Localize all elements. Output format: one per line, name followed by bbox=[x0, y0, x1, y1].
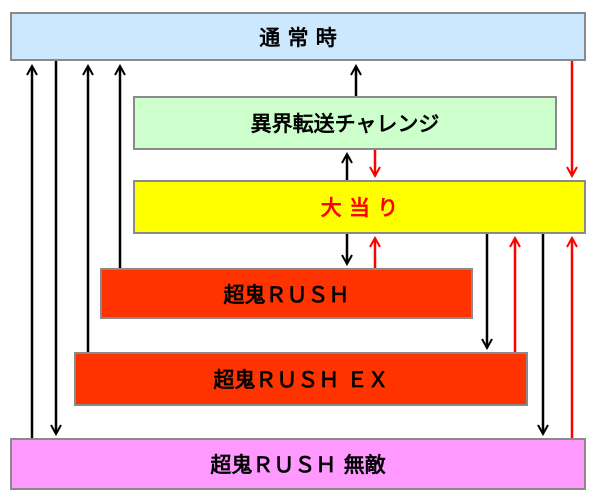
state-rush-ex: 超鬼ＲＵＳＨ ＥＸ bbox=[74, 352, 528, 406]
state-rush-ex-label: 超鬼ＲＵＳＨ ＥＸ bbox=[213, 368, 389, 392]
state-normal: 通 常 時 bbox=[10, 12, 586, 61]
state-challenge: 異界転送チャレンジ bbox=[133, 96, 557, 150]
state-jackpot-label: 大 当 り bbox=[320, 196, 399, 220]
state-jackpot: 大 当 り bbox=[133, 180, 586, 234]
state-invincible-label: 超鬼ＲＵＳＨ 無敵 bbox=[210, 453, 386, 477]
state-rush-label: 超鬼ＲＵＳＨ bbox=[223, 282, 350, 307]
state-invincible: 超鬼ＲＵＳＨ 無敵 bbox=[10, 438, 586, 490]
state-rush: 超鬼ＲＵＳＨ bbox=[100, 268, 473, 319]
state-normal-label: 通 常 時 bbox=[259, 25, 337, 50]
state-challenge-label: 異界転送チャレンジ bbox=[250, 112, 440, 136]
